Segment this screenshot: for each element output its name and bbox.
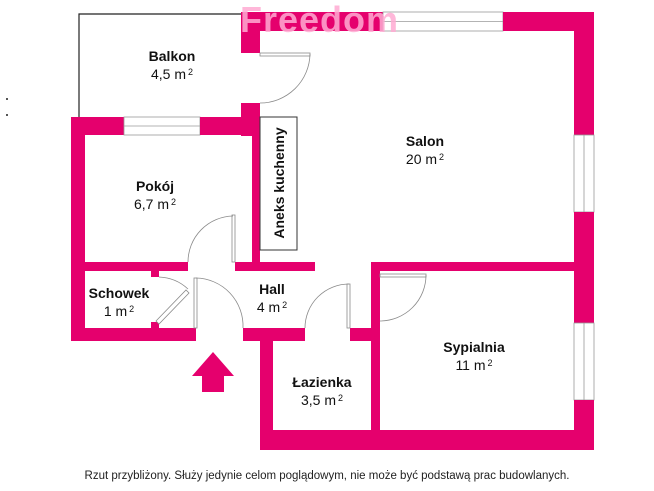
room-name: Pokój: [135, 178, 175, 194]
kitchen-annex-label: Aneks kuchenny: [271, 127, 287, 239]
bathroom-door: [304, 283, 351, 329]
stray-dot: [6, 98, 8, 100]
room-name: Salon: [405, 133, 445, 149]
disclaimer-text: Rzut przybliżony. Służy jedynie celom po…: [84, 470, 570, 482]
room-name: Sypialnia: [443, 339, 505, 355]
room-name: Schowek: [88, 285, 150, 301]
bedroom-door: [379, 273, 427, 322]
balcony-door: [259, 52, 311, 104]
room-name: Łazienka: [292, 374, 352, 390]
balcony-outline: [78, 13, 241, 117]
kitchen-counter: [259, 116, 298, 251]
room-name: Balkon: [148, 48, 196, 64]
stray-dot: [6, 114, 8, 116]
entrance-arrow-icon: [192, 352, 234, 392]
watermark-logo: Freedom: [240, 0, 400, 40]
pokoj-door: [187, 214, 236, 263]
room-name: Hall: [259, 281, 285, 297]
entrance-door: [193, 277, 244, 329]
schowek-door: [155, 276, 190, 325]
